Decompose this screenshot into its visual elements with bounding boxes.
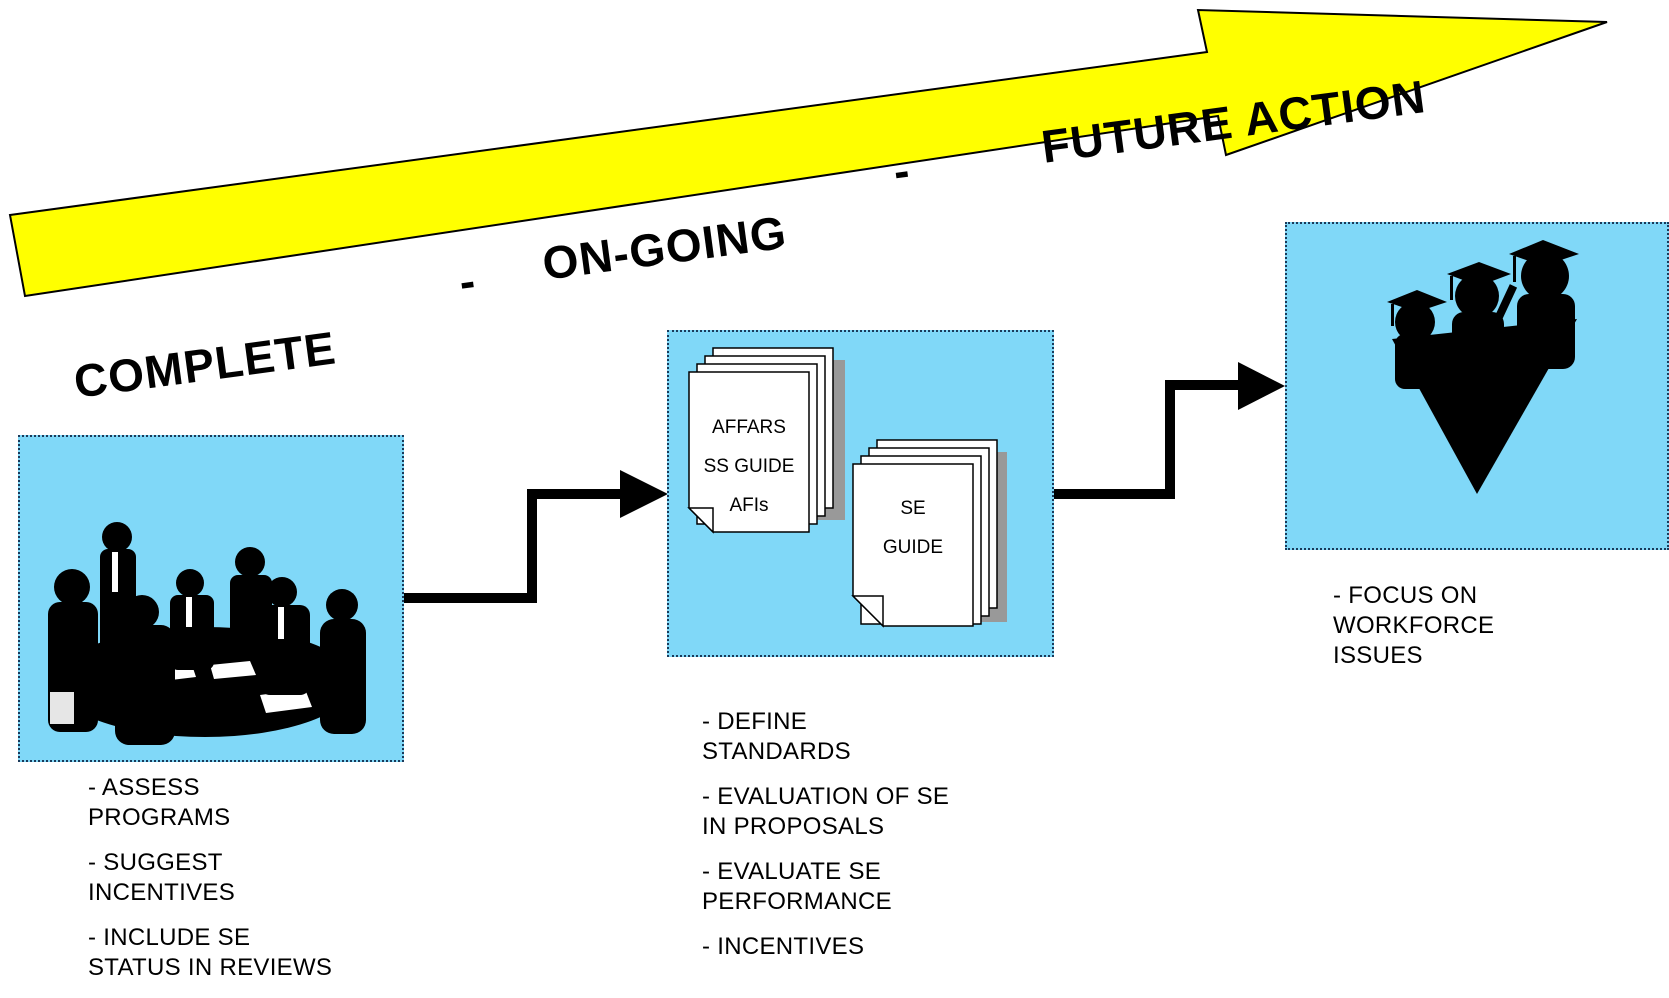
doc-label-afis: AFIs bbox=[729, 495, 768, 516]
timeline-label-dash-2: - bbox=[890, 144, 913, 198]
stage-panel-assess bbox=[18, 435, 404, 762]
doc-label-se: SE bbox=[900, 498, 925, 519]
stage-panel-workforce bbox=[1285, 222, 1669, 550]
graduates-icon bbox=[1387, 240, 1579, 494]
doc-label-guide: GUIDE bbox=[883, 537, 943, 558]
meeting-people-icon bbox=[48, 522, 366, 745]
doc-label-affars: AFFARS bbox=[712, 417, 786, 438]
timeline-label-ongoing: ON-GOING bbox=[539, 206, 789, 290]
connector-2 bbox=[1050, 362, 1285, 499]
doc-label-ss-guide: SS GUIDE bbox=[704, 456, 795, 477]
connector-1 bbox=[402, 470, 668, 603]
stage-panel-standards: AFFARS SS GUIDE AFIs SE GUIDE bbox=[667, 330, 1054, 657]
timeline-label-complete: COMPLETE bbox=[71, 321, 339, 407]
timeline-arrow: COMPLETE - ON-GOING - FUTURE ACTION bbox=[8, 8, 1608, 408]
document-stack-icon: AFFARS SS GUIDE AFIs SE GUIDE bbox=[687, 347, 1007, 628]
document-stack-affars: AFFARS SS GUIDE AFIs bbox=[687, 347, 845, 534]
document-stack-se-guide: SE GUIDE bbox=[851, 439, 1007, 628]
bullet-incentives: - INCENTIVES bbox=[702, 933, 865, 960]
timeline-label-dash-1: - bbox=[456, 254, 479, 308]
